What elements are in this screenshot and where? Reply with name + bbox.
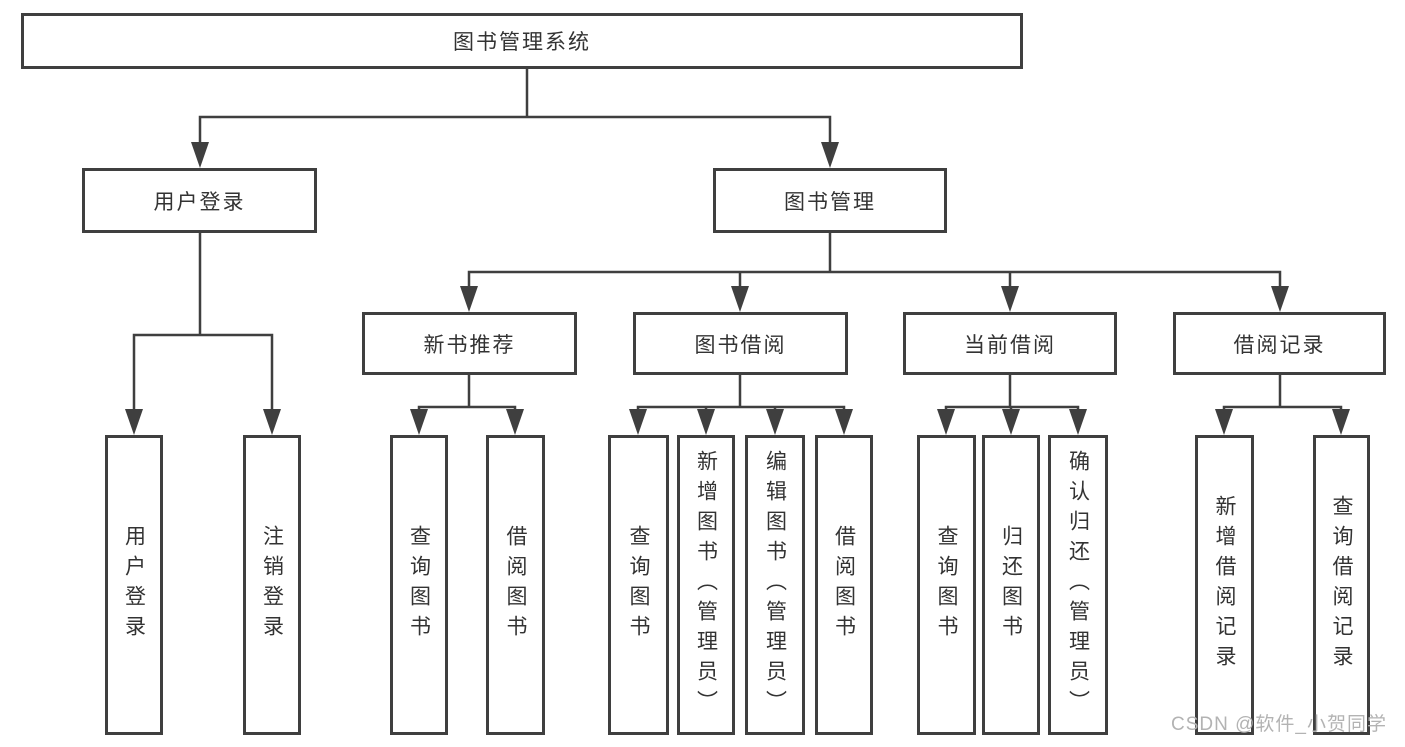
leaf-edit-book-admin: 编辑图书（管理员） <box>745 435 805 735</box>
leaf-borrow-books: 借阅图书 <box>815 435 873 735</box>
node-borrow-records: 借阅记录 <box>1173 312 1386 375</box>
leaf-return-book: 归还图书 <box>982 435 1040 735</box>
node-book-borrow: 图书借阅 <box>633 312 848 375</box>
leaf-confirm-return-admin: 确认归还（管理员） <box>1048 435 1108 735</box>
leaf-query-books-borrow: 查询图书 <box>608 435 669 735</box>
csdn-watermark: CSDN @软件_小贺同学 <box>1171 714 1387 735</box>
leaf-logout: 注销登录 <box>243 435 301 735</box>
leaf-query-books-current: 查询图书 <box>917 435 976 735</box>
leaf-user-login: 用户登录 <box>105 435 163 735</box>
node-root: 图书管理系统 <box>21 13 1023 69</box>
node-new-book-recommend: 新书推荐 <box>362 312 577 375</box>
node-user-login: 用户登录 <box>82 168 317 233</box>
node-current-borrow: 当前借阅 <box>903 312 1117 375</box>
leaf-query-books-recommend: 查询图书 <box>390 435 448 735</box>
node-book-management: 图书管理 <box>713 168 947 233</box>
leaf-add-borrow-record: 新增借阅记录 <box>1195 435 1254 735</box>
arrowheads <box>125 142 1350 435</box>
leaf-add-book-admin: 新增图书（管理员） <box>677 435 735 735</box>
leaf-borrow-books-recommend: 借阅图书 <box>486 435 545 735</box>
leaf-query-borrow-record: 查询借阅记录 <box>1313 435 1370 735</box>
